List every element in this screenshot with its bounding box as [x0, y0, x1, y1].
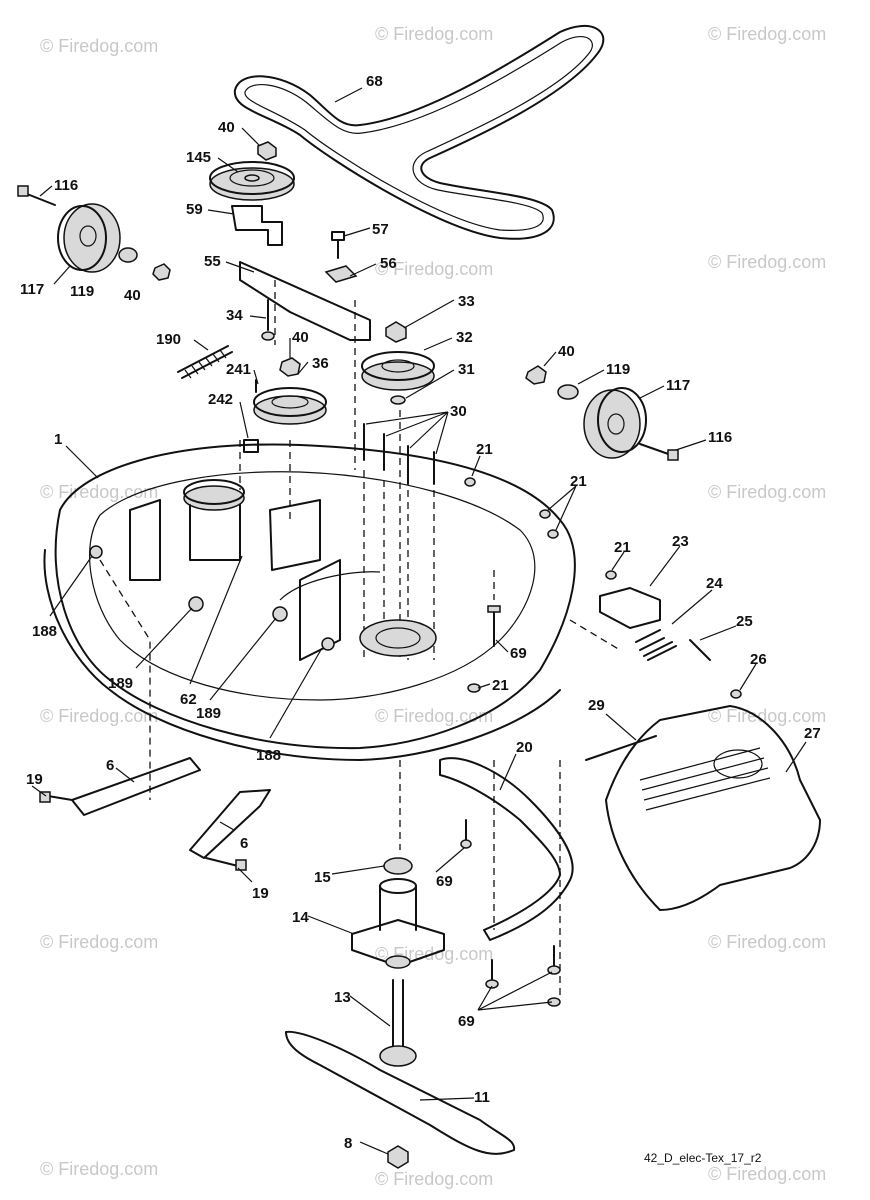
callout-24: 24 — [706, 575, 723, 592]
arms-6-and-bolts-19 — [39, 559, 271, 871]
callout-145: 145 — [186, 149, 211, 166]
callout-116: 116 — [54, 177, 78, 194]
callout-13: 13 — [334, 989, 351, 1006]
callout-20: 20 — [516, 739, 533, 756]
callout-62: 62 — [180, 691, 197, 708]
callout-31: 31 — [458, 361, 475, 378]
callout-59: 59 — [186, 201, 203, 218]
callout-30: 30 — [450, 403, 467, 420]
mower-deck-1 — [43, 440, 576, 761]
callout-8: 8 — [344, 1135, 352, 1152]
callout-15: 15 — [314, 869, 331, 886]
callout-69: 69 — [510, 645, 527, 662]
wheel-assembly-right — [525, 365, 679, 461]
callout-40: 40 — [124, 287, 141, 304]
callout-36: 36 — [312, 355, 329, 372]
callout-241: 241 — [226, 361, 251, 378]
watermark-text: © Firedog.com — [375, 1169, 493, 1189]
watermark-text: © Firedog.com — [40, 932, 158, 952]
callout-190: 190 — [156, 331, 181, 348]
watermark-text: © Firedog.com — [708, 1164, 826, 1184]
callout-69: 69 — [436, 873, 453, 890]
watermark-text: © Firedog.com — [708, 932, 826, 952]
callout-40: 40 — [558, 343, 575, 360]
idler-pulley-36-assembly — [177, 345, 327, 453]
watermarks: © Firedog.com © Firedog.com © Firedog.co… — [40, 24, 826, 1189]
callout-14: 14 — [292, 909, 309, 926]
watermark-text: © Firedog.com — [40, 1159, 158, 1179]
pulley-145-assembly — [209, 141, 295, 246]
callout-119: 119 — [606, 361, 630, 378]
leader-lines — [31, 87, 807, 1155]
callout-34: 34 — [226, 307, 243, 324]
callout-189: 189 — [196, 705, 221, 722]
callout-188: 188 — [256, 747, 281, 764]
callout-40: 40 — [218, 119, 235, 136]
callout-27: 27 — [804, 725, 821, 742]
clip-and-bracket-23-assembly — [464, 477, 711, 693]
watermark-text: © Firedog.com — [40, 706, 158, 726]
callout-23: 23 — [672, 533, 689, 550]
callout-21: 21 — [570, 473, 587, 490]
cover-27-assembly — [585, 689, 821, 911]
callout-21: 21 — [614, 539, 631, 556]
arm-20 — [439, 757, 574, 1000]
watermark-text: © Firedog.com — [708, 706, 826, 726]
callout-55: 55 — [204, 253, 221, 270]
idler-bracket-55-assembly — [239, 231, 371, 470]
watermark-text: © Firedog.com — [708, 24, 826, 44]
watermark-text: © Firedog.com — [708, 252, 826, 272]
callout-32: 32 — [456, 329, 473, 346]
callout-25: 25 — [736, 613, 753, 630]
watermark-text: © Firedog.com — [375, 706, 493, 726]
callout-33: 33 — [458, 293, 475, 310]
callout-68: 68 — [366, 73, 383, 90]
drawing-code: 42_D_elec-Tex_17_r2 — [644, 1151, 762, 1165]
callout-57: 57 — [372, 221, 389, 238]
callout-56: 56 — [380, 255, 397, 272]
callout-29: 29 — [588, 697, 605, 714]
watermark-text: © Firedog.com — [40, 36, 158, 56]
callout-6: 6 — [106, 757, 114, 774]
belt-68-shape — [233, 24, 605, 240]
callout-40: 40 — [292, 329, 309, 346]
callout-19: 19 — [26, 771, 43, 788]
callout-26: 26 — [750, 651, 767, 668]
watermark-text: © Firedog.com — [708, 482, 826, 502]
callout-69: 69 — [458, 1013, 475, 1030]
callout-21: 21 — [476, 441, 493, 458]
callout-19: 19 — [252, 885, 269, 902]
callout-11: 11 — [474, 1089, 490, 1106]
callout-21: 21 — [492, 677, 509, 694]
callout-1: 1 — [54, 431, 62, 448]
watermark-text: © Firedog.com — [375, 259, 493, 279]
callout-189: 189 — [108, 675, 133, 692]
callout-117: 117 — [666, 377, 690, 394]
callout-119: 119 — [70, 283, 94, 300]
callout-242: 242 — [208, 391, 233, 408]
callout-116: 116 — [708, 429, 732, 446]
callout-6: 6 — [240, 835, 248, 852]
callout-labels: 68 40 145 59 116 117 119 40 57 55 56 33 … — [20, 73, 821, 1152]
watermark-text: © Firedog.com — [375, 24, 493, 44]
pulley-32-assembly — [361, 321, 435, 660]
callout-117: 117 — [20, 281, 44, 298]
callout-188: 188 — [32, 623, 57, 640]
bolt-69-upper — [487, 605, 501, 647]
spindle-assembly — [285, 760, 516, 1169]
wheel-assembly-left — [17, 185, 171, 281]
